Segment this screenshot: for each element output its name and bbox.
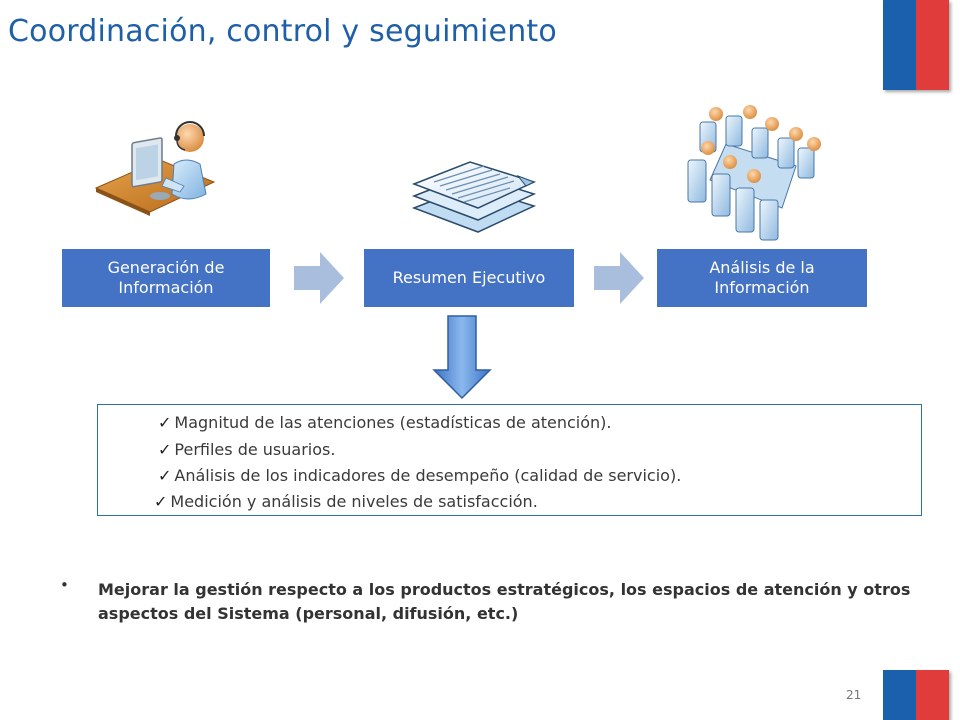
page-number: 21	[846, 688, 862, 702]
stacked-documents-icon	[411, 161, 537, 233]
check-icon: ✓	[154, 492, 168, 511]
down-arrow-icon	[432, 315, 492, 400]
step-resumen: Resumen Ejecutivo	[364, 249, 574, 307]
operator-at-desk-icon	[94, 121, 216, 216]
chile-flag-top-decoration	[883, 0, 949, 90]
step-label: Resumen Ejecutivo	[392, 268, 546, 287]
bullet-text: Mejorar la gestión respecto a los produc…	[98, 580, 911, 623]
checklist-item: ✓Perfiles de usuarios.	[158, 440, 336, 459]
step-label: Generación de Información	[107, 258, 225, 297]
flow-arrow-icon	[294, 252, 344, 304]
check-icon: ✓	[158, 466, 172, 485]
step-generacion: Generación de Información	[62, 249, 270, 307]
checklist-item: ✓Magnitud de las atenciones (estadística…	[158, 413, 612, 432]
check-icon: ✓	[158, 413, 172, 432]
step-label: Análisis de la Información	[709, 258, 815, 297]
chile-flag-bottom-decoration	[883, 670, 949, 720]
step-analisis: Análisis de la Información	[657, 249, 867, 307]
meeting-table-icon	[687, 105, 821, 241]
slide-title: Coordinación, control y seguimiento	[8, 14, 557, 49]
bullet-dot: •	[60, 576, 69, 594]
flow-arrow-icon	[594, 252, 644, 304]
check-icon: ✓	[158, 440, 172, 459]
checklist-item: ✓Análisis de los indicadores de desempeñ…	[158, 466, 682, 485]
checklist-box: ✓Magnitud de las atenciones (estadística…	[97, 404, 922, 516]
checklist-item: ✓Medición y análisis de niveles de satis…	[154, 492, 538, 511]
